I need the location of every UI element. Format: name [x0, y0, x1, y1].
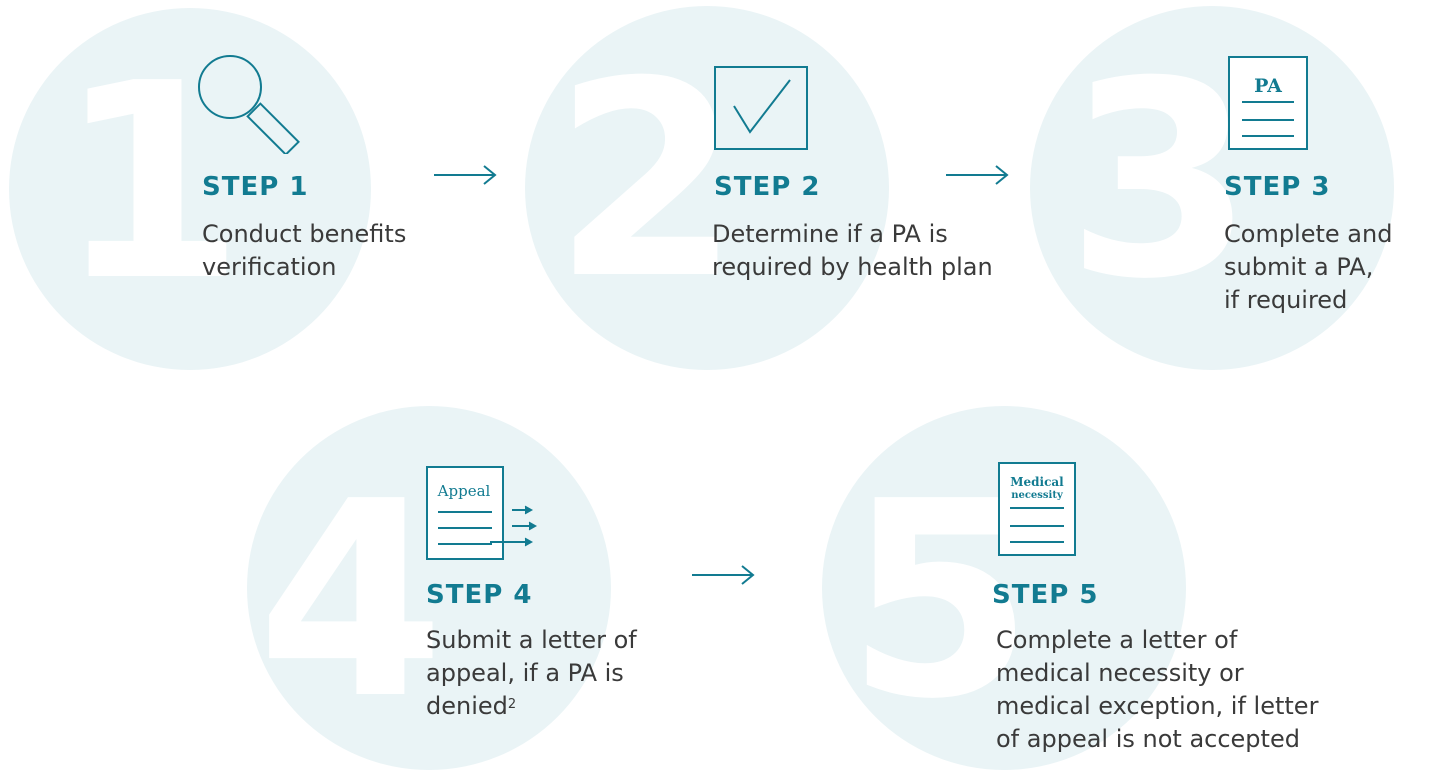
arrow-right-icon	[946, 165, 1009, 185]
arrow-right-icon	[434, 165, 497, 185]
medical-document-label: Medical	[1010, 475, 1064, 489]
step-4-description-line: denied2	[426, 690, 637, 723]
step-4-description-line: appeal, if a PA is	[426, 659, 624, 687]
arrow-right-icon	[692, 565, 755, 585]
step-2-description-line: Determine if a PA is	[712, 220, 948, 248]
step-4-description-line: Submit a letter of	[426, 626, 637, 654]
step-1-circle: 1	[9, 8, 371, 370]
step-5-description-line: medical necessity or	[996, 659, 1244, 687]
step-3-description-line: if required	[1224, 286, 1348, 314]
step-1-title: STEP 1	[202, 172, 309, 202]
document-label: PA	[1254, 75, 1282, 97]
step-5-description-line: of appeal is not accepted	[996, 725, 1300, 753]
step-3-description-line: submit a PA,	[1224, 253, 1374, 281]
step-3-numeral: 3	[1066, 23, 1254, 338]
appeal-document-icon: Appeal	[426, 466, 538, 560]
document-icon: PA	[1228, 56, 1308, 150]
step-4-description-text: denied	[426, 692, 508, 720]
step-5-description-line: Complete a letter of	[996, 626, 1238, 654]
step-2-numeral: 2	[553, 23, 741, 338]
magnifying-glass-icon	[198, 55, 300, 154]
step-3-title: STEP 3	[1224, 172, 1331, 202]
footnote-marker: 2	[507, 697, 517, 712]
step-1-description: Conduct benefits verification	[202, 218, 406, 284]
step-3-description-line: Complete and	[1224, 220, 1393, 248]
step-2-circle: 2	[525, 6, 889, 370]
step-5-description-line: medical exception, if letter	[996, 692, 1319, 720]
step-4-circle: 4	[247, 406, 611, 770]
step-3-circle: 3	[1030, 6, 1394, 370]
step-2-description-line: required by health plan	[712, 253, 993, 281]
medical-document-icon: Medical necessity	[998, 462, 1076, 556]
step-1-numeral: 1	[57, 25, 245, 340]
step-4-title: STEP 4	[426, 580, 533, 610]
step-4-numeral: 4	[257, 443, 445, 758]
step-1-description-line: verification	[202, 253, 337, 281]
checkbox-icon	[714, 66, 808, 150]
step-5-description: Complete a letter of medical necessity o…	[996, 624, 1318, 756]
step-2-description: Determine if a PA is required by health …	[712, 218, 993, 284]
appeal-document-label: Appeal	[437, 482, 491, 500]
medical-document-label: necessity	[1011, 490, 1064, 501]
step-1-description-line: Conduct benefits	[202, 220, 407, 248]
step-4-description: Submit a letter of appeal, if a PA is de…	[426, 624, 637, 723]
step-2-title: STEP 2	[714, 172, 821, 202]
step-3-description: Complete and submit a PA, if required	[1224, 218, 1392, 317]
step-5-title: STEP 5	[992, 580, 1099, 610]
